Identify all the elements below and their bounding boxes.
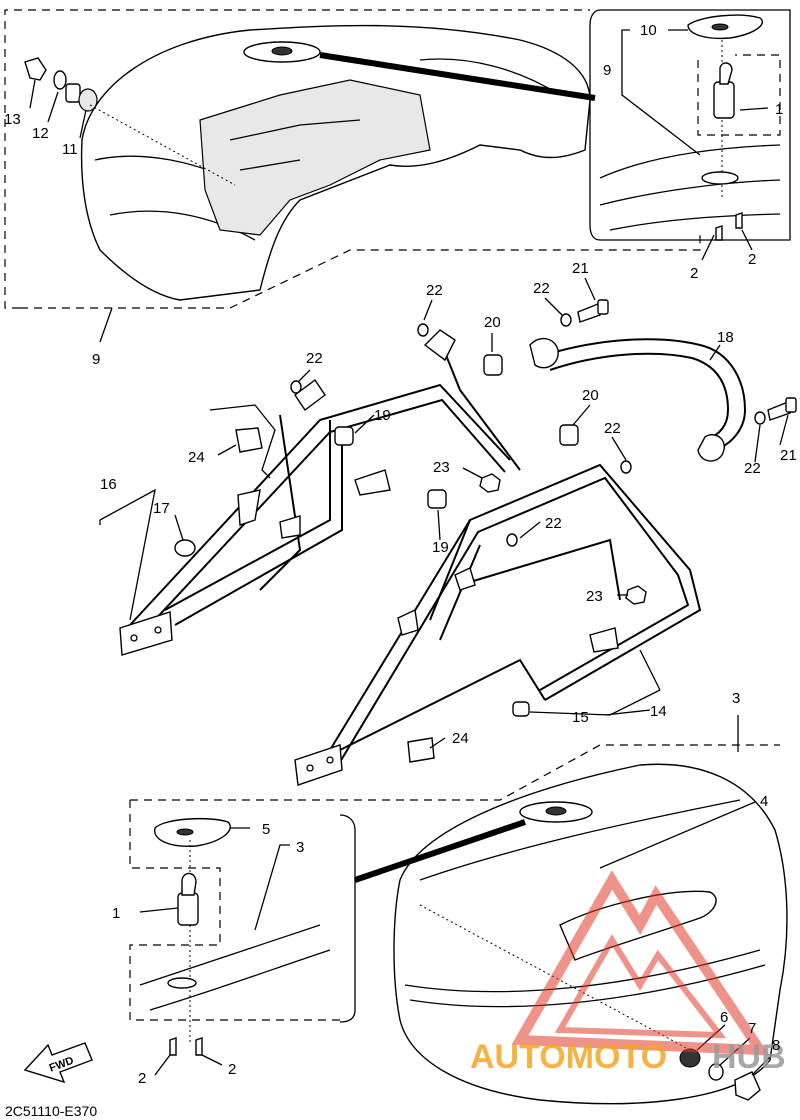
callout-20-a: 20 [484, 314, 501, 331]
callout-8: 8 [772, 1037, 780, 1054]
callout-12: 12 [32, 125, 49, 142]
callout-23-b: 23 [586, 588, 603, 605]
callout-24-b: 24 [452, 730, 469, 747]
callout-6: 6 [720, 1009, 728, 1026]
callout-9-inset: 9 [603, 62, 611, 79]
callout-1-bottom: 1 [112, 905, 120, 922]
callout-15: 15 [572, 709, 589, 726]
watermark-text-left: AUTOMOTO [470, 1038, 667, 1076]
left-saddlebag-group [4, 9, 701, 309]
callout-3-right: 3 [732, 690, 740, 707]
callout-2-inset-b: 2 [748, 251, 756, 268]
upper-lock-inset [589, 9, 791, 241]
right-support-frame [294, 463, 702, 786]
callout-17: 17 [153, 500, 170, 517]
callout-23-a: 23 [433, 459, 450, 476]
callout-22-b: 22 [306, 350, 323, 367]
right-saddlebag-group [130, 744, 788, 1105]
lower-lock-inset [129, 800, 356, 1056]
left-support-frame [119, 329, 521, 656]
callout-5: 5 [262, 821, 270, 838]
hardware-parts [174, 299, 797, 763]
callout-7: 7 [748, 1020, 756, 1037]
callout-1-top: 1 [775, 101, 783, 118]
callout-22-f: 22 [545, 515, 562, 532]
callout-19-a: 19 [374, 407, 391, 424]
callout-10: 10 [640, 22, 657, 39]
callout-19-b: 19 [432, 539, 449, 556]
stay-bar-18 [529, 337, 747, 462]
callout-21-b: 21 [780, 447, 797, 464]
diagram-code: 2C51110-E370 [5, 1103, 97, 1119]
callout-13: 13 [4, 111, 21, 128]
callout-2-bottom-a: 2 [138, 1070, 146, 1087]
callout-18: 18 [717, 329, 734, 346]
callout-24-a: 24 [188, 449, 205, 466]
callout-16: 16 [100, 476, 117, 493]
callout-22-e: 22 [744, 460, 761, 477]
forward-arrow-icon [23, 1042, 93, 1084]
callout-22-a: 22 [426, 282, 443, 299]
callout-21-a: 21 [572, 260, 589, 277]
callout-14: 14 [650, 703, 667, 720]
callout-22-d: 22 [604, 420, 621, 437]
watermark-text-right: HUB [712, 1038, 786, 1076]
callout-9-top: 9 [92, 351, 100, 368]
callout-4: 4 [760, 793, 768, 810]
callout-2-bottom-b: 2 [228, 1061, 236, 1078]
callout-22-c: 22 [533, 280, 550, 297]
bolt-stack-13-12-11 [24, 57, 236, 186]
callout-3-inset: 3 [296, 839, 304, 856]
watermark-logo [511, 870, 770, 1056]
callout-20-b: 20 [582, 387, 599, 404]
callout-11: 11 [62, 141, 78, 158]
callout-labels: 13 12 11 9 10 9 1 2 2 22 20 22 22 21 18 … [4, 22, 797, 1087]
callout-2-inset-a: 2 [690, 265, 698, 282]
